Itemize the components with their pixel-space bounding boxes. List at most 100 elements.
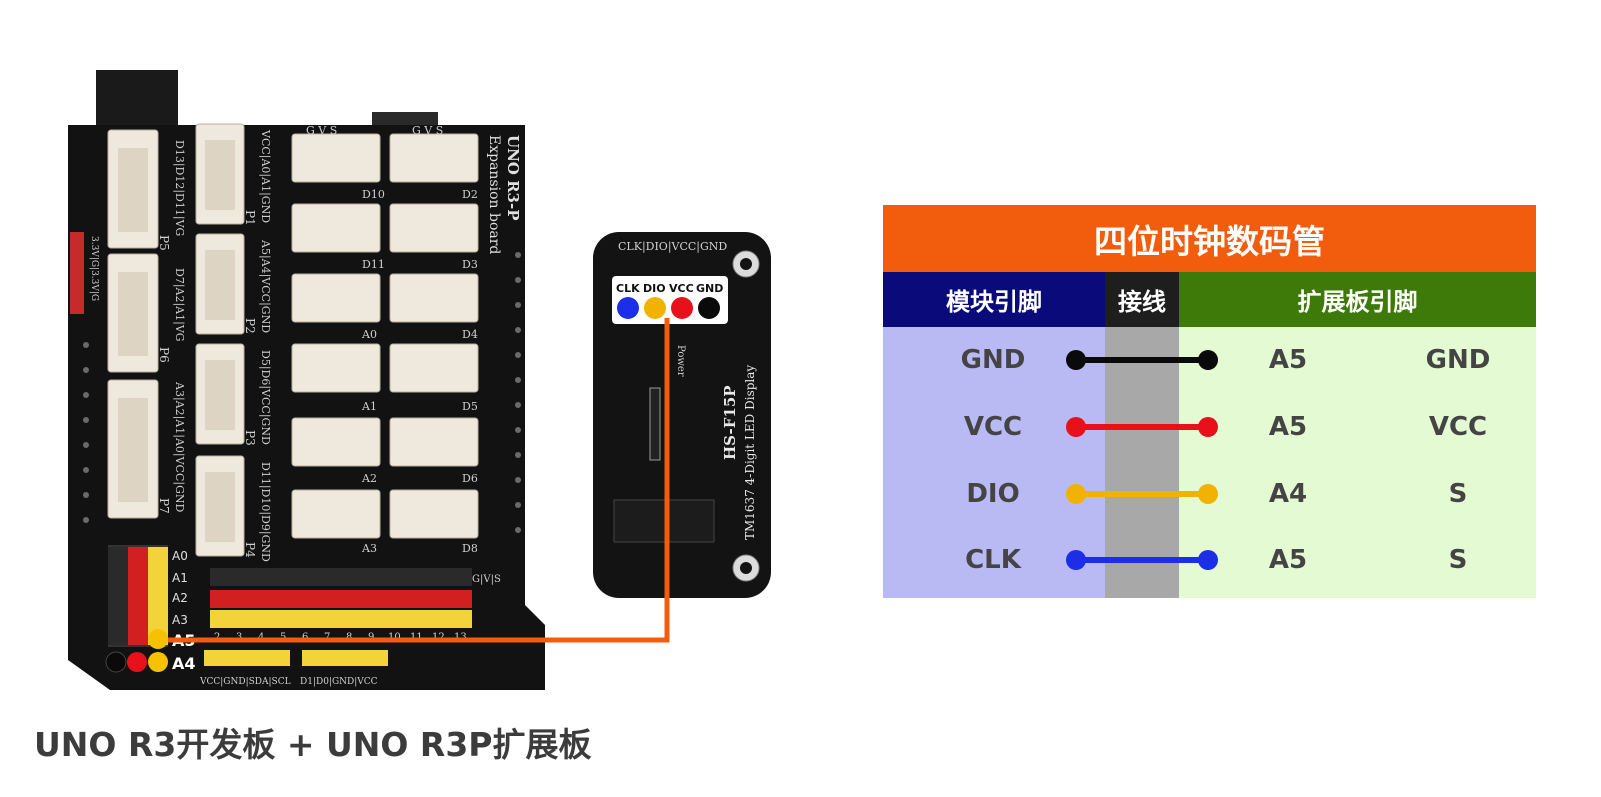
p6-label: P6 bbox=[157, 347, 171, 363]
module-pin-clk-label: CLK bbox=[616, 282, 640, 295]
tm1637-chip bbox=[613, 499, 715, 543]
svg-text:A1: A1 bbox=[172, 571, 188, 585]
p1-pin-label: VCC|A0|A1|GND bbox=[258, 129, 272, 223]
connector-p5 bbox=[107, 129, 159, 249]
wire-start-dot bbox=[1066, 550, 1086, 570]
diagram-caption: UNO R3开发板 + UNO R3P扩展板 bbox=[34, 725, 592, 764]
svg-text:D10: D10 bbox=[362, 188, 385, 201]
svg-text:A3: A3 bbox=[172, 613, 188, 627]
module-pin-gnd bbox=[698, 297, 720, 319]
wire-end-dot bbox=[1198, 417, 1218, 437]
right-pin-holes bbox=[515, 252, 521, 533]
p3-pin-label: D5|D6|VCC|GND bbox=[258, 350, 272, 445]
left-pin-holes bbox=[83, 342, 89, 523]
expansion-pin-cell: A5 bbox=[1268, 545, 1308, 575]
expansion-column-bg bbox=[1179, 327, 1536, 598]
wire-line bbox=[1066, 417, 1218, 437]
svg-text:A0: A0 bbox=[172, 549, 188, 563]
wire-start-dot bbox=[1066, 417, 1086, 437]
p3-label: P3 bbox=[243, 430, 257, 446]
uart-label: D1|D0|GND|VCC bbox=[300, 677, 378, 687]
a4-label: A4 bbox=[172, 654, 196, 673]
module-pin-cell: VCC bbox=[963, 412, 1023, 442]
board-pcb bbox=[68, 125, 545, 690]
wire-start-dot bbox=[1066, 350, 1086, 370]
pin-table: 四位时钟数码管 模块引脚 接线 扩展板引脚 GND A5 GND VCC A5 … bbox=[883, 205, 1536, 598]
p2-pin-label: A5|A4|VCC|GND bbox=[258, 239, 272, 333]
module-pin-dio bbox=[644, 297, 666, 319]
svg-text:D11: D11 bbox=[362, 258, 385, 271]
power-label: Power bbox=[675, 345, 686, 377]
pin-type-cell: GND bbox=[1425, 345, 1491, 375]
pin-type-cell: S bbox=[1448, 479, 1468, 509]
expansion-pin-cell: A5 bbox=[1268, 412, 1308, 442]
wire-line bbox=[1066, 550, 1218, 570]
p2-label: P2 bbox=[243, 318, 257, 334]
led-display-module: CLK|DIO|VCC|GND CLK DIO VCC GND Power HS… bbox=[593, 232, 771, 598]
expansion-pin-cell: A4 bbox=[1268, 479, 1308, 509]
power-header bbox=[70, 232, 84, 314]
module-pin-cell: CLK bbox=[965, 545, 1021, 575]
a4-gnd-pin bbox=[105, 651, 127, 673]
connector-p1 bbox=[195, 123, 245, 225]
a4-vcc-pin bbox=[127, 652, 147, 672]
module-pin-header-label: CLK|DIO|VCC|GND bbox=[618, 240, 727, 254]
module-pin-clk bbox=[617, 297, 639, 319]
module-subtitle: TM1637 4-Digit LED Display bbox=[743, 365, 757, 540]
p5-pin-label: D13|D12|D11|VG bbox=[172, 140, 186, 236]
svg-text:D4: D4 bbox=[462, 328, 478, 341]
p4-pin-label: D11|D10|D9|GND bbox=[258, 462, 272, 562]
wire-line bbox=[1066, 350, 1218, 370]
module-pin-vcc bbox=[671, 297, 693, 319]
module-model: HS-F15P bbox=[721, 385, 739, 460]
p7-pin-label: A3|A2|A1|A0|VCC|GND bbox=[172, 381, 186, 512]
wire-end-dot bbox=[1198, 550, 1218, 570]
svg-text:D2: D2 bbox=[462, 188, 478, 201]
svg-text:A2: A2 bbox=[361, 472, 377, 485]
wiring-column-bg bbox=[1105, 327, 1179, 598]
svg-text:D5: D5 bbox=[462, 400, 478, 413]
header-module-pin: 模块引脚 bbox=[883, 272, 1105, 327]
svg-text:A3: A3 bbox=[361, 542, 377, 555]
table-row: CLK A5 S bbox=[883, 527, 1536, 594]
pin-table-title: 四位时钟数码管 bbox=[883, 205, 1536, 272]
pin-type-cell: VCC bbox=[1428, 412, 1488, 442]
module-pin-gnd-label: GND bbox=[696, 282, 723, 295]
wire-line bbox=[1066, 484, 1218, 504]
module-pin-cell: GND bbox=[960, 345, 1026, 375]
expansion-board: UNO R3-P Expansion board 3.3V|G|3.3V|G D… bbox=[68, 70, 545, 690]
module-pin-dio-label: DIO bbox=[643, 282, 666, 295]
table-row: GND A5 GND bbox=[883, 327, 1536, 394]
connector-p2 bbox=[195, 233, 245, 335]
svg-text:A0: A0 bbox=[361, 328, 377, 341]
wire-start-dot bbox=[1066, 484, 1086, 504]
connector-p4 bbox=[195, 455, 245, 557]
board-subtitle: Expansion board bbox=[486, 135, 502, 254]
p5-label: P5 bbox=[157, 235, 171, 251]
servo-connectors bbox=[291, 133, 479, 539]
svg-text:D3: D3 bbox=[462, 258, 478, 271]
analog-header bbox=[108, 545, 168, 647]
digital-gvs-label: G|V|S bbox=[472, 574, 501, 585]
svg-text:D6: D6 bbox=[462, 472, 478, 485]
connector-p6 bbox=[107, 253, 159, 373]
power-header-label: 3.3V|G|3.3V|G bbox=[89, 236, 99, 301]
svg-text:A2: A2 bbox=[172, 591, 188, 605]
table-row: DIO A4 S bbox=[883, 461, 1536, 528]
p7-label: P7 bbox=[157, 498, 171, 514]
servo-labels-left: D10 D11 A0 A1 A2 A3 bbox=[361, 188, 385, 555]
i2c-label: VCC|GND|SDA|SCL bbox=[199, 677, 291, 687]
module-pin-vcc-label: VCC bbox=[669, 282, 694, 295]
module-pin-cell: DIO bbox=[966, 479, 1020, 509]
a4-signal-pin bbox=[148, 652, 168, 672]
p4-label: P4 bbox=[243, 542, 257, 558]
svg-text:A1: A1 bbox=[361, 400, 377, 413]
expansion-pin-cell: A5 bbox=[1268, 345, 1308, 375]
pin-type-cell: S bbox=[1448, 545, 1468, 575]
servo-labels-right: D2 D3 D4 D5 D6 D8 bbox=[462, 188, 478, 555]
analog-labels: A0 A1 A2 A3 bbox=[172, 549, 188, 627]
wire-end-dot bbox=[1198, 350, 1218, 370]
uart-header bbox=[302, 650, 388, 666]
smd-components bbox=[649, 387, 661, 461]
